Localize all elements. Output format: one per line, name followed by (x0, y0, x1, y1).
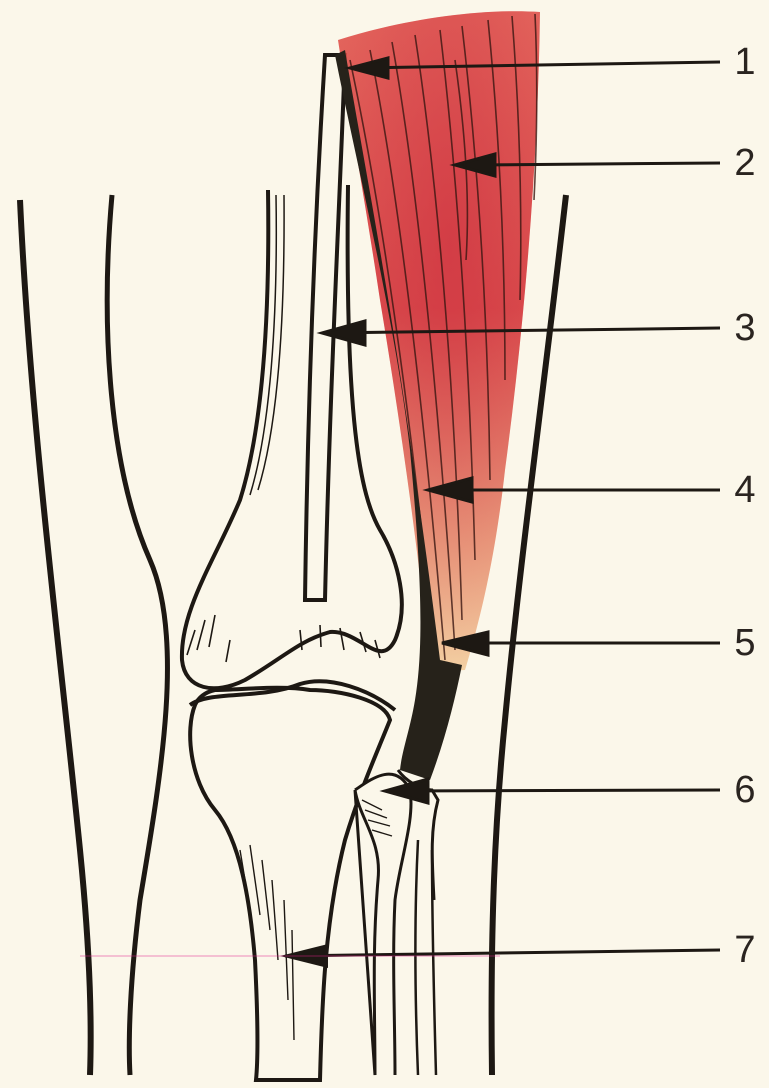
label-3: 3 (725, 309, 765, 347)
tibia (190, 688, 390, 1080)
lower-tendon-lines (415, 840, 436, 1075)
leg-outline-left (20, 200, 91, 1075)
label-6: 6 (725, 771, 765, 809)
fibula (355, 774, 411, 1075)
label-4: 4 (725, 471, 765, 509)
label-1: 1 (725, 43, 765, 81)
label-2: 2 (725, 144, 765, 182)
femur (182, 185, 402, 688)
label-7: 7 (725, 931, 765, 969)
label-5: 5 (725, 624, 765, 662)
leader-line-7 (80, 944, 720, 968)
leg-inner-outline-left (107, 195, 167, 1075)
